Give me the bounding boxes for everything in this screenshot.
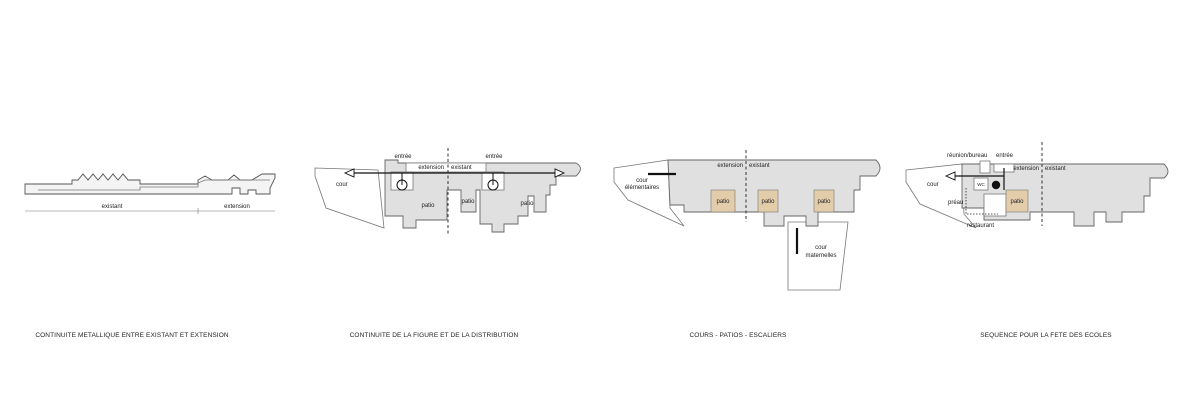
wc-box	[973, 177, 989, 191]
label-patio-1: patio	[716, 199, 730, 205]
circulation-arrow-left	[343, 168, 355, 178]
circulation-arrow-right	[554, 168, 566, 178]
patio-2	[757, 189, 779, 213]
label-patio: patio	[1010, 199, 1024, 205]
label-restaurant: restaurant	[967, 223, 994, 229]
patio	[1005, 189, 1029, 213]
metal-profile-outline	[24, 173, 276, 195]
label-existant: existant	[1045, 166, 1066, 172]
diagram-metal-continuity: existant extension CONTINUITE METALLIQUE…	[24, 173, 276, 339]
label-reunion-bureau: réunion/bureau	[947, 153, 987, 159]
label-wc: WC	[977, 182, 985, 187]
label-cour-elementaires-2: élémentaires	[625, 185, 659, 191]
caption-diagram-4: SEQUENCE POUR LA FETE DES ECOLES	[980, 332, 1112, 339]
building-plan	[384, 159, 581, 233]
label-preau: préau	[948, 200, 963, 206]
label-extension: extension	[224, 204, 250, 210]
label-cour: cour	[927, 182, 939, 188]
diagram-sequence-fete: réunion/bureau entrée cour WC préau pati…	[905, 142, 1169, 339]
meeting-point-dot	[991, 180, 1001, 190]
label-extension: extension	[418, 165, 444, 171]
label-entree: entrée	[996, 153, 1014, 159]
caption-diagram-3: COURS - PATIOS - ESCALIERS	[690, 332, 788, 339]
label-patio-1: patio	[421, 203, 435, 209]
label-existant: existant	[749, 163, 770, 169]
label-extension: extension	[717, 163, 743, 169]
label-cour-maternelles-1: cour	[815, 245, 827, 251]
label-cour: cour	[336, 182, 348, 188]
corridor-band	[405, 162, 487, 173]
label-entree-left: entrée	[394, 154, 412, 160]
patio-1	[710, 189, 736, 213]
label-patio-3: patio	[520, 201, 534, 207]
patio-3	[813, 189, 835, 213]
label-cour-elementaires-1: cour	[636, 178, 648, 184]
label-patio-2: patio	[761, 199, 775, 205]
diagram-cours-patios: cour élémentaires extension existant pat…	[613, 150, 881, 339]
label-entree-right: entrée	[485, 154, 503, 160]
diagram-figure-distribution: cour entrée entrée extension existant pa…	[314, 148, 581, 339]
preau-box	[983, 193, 1007, 217]
label-existant: existant	[102, 204, 123, 210]
cour-outline	[314, 167, 385, 229]
label-patio-3: patio	[817, 199, 831, 205]
reunion-bureau-box	[979, 160, 991, 174]
cour-maternelles-outline	[787, 221, 849, 291]
label-patio-2: patio	[461, 199, 475, 205]
label-cour-maternelles-2: maternelles	[805, 253, 836, 259]
label-extension: extension	[1013, 166, 1039, 172]
label-existant: existant	[451, 165, 472, 171]
metal-profile-inner	[38, 179, 270, 191]
caption-diagram-1: CONTINUITE METALLIQUE ENTRE EXISTANT ET …	[35, 332, 229, 339]
caption-diagram-2: CONTINUITE DE LA FIGURE ET DE LA DISTRIB…	[350, 332, 519, 339]
circulation-arrow-left	[944, 171, 956, 181]
